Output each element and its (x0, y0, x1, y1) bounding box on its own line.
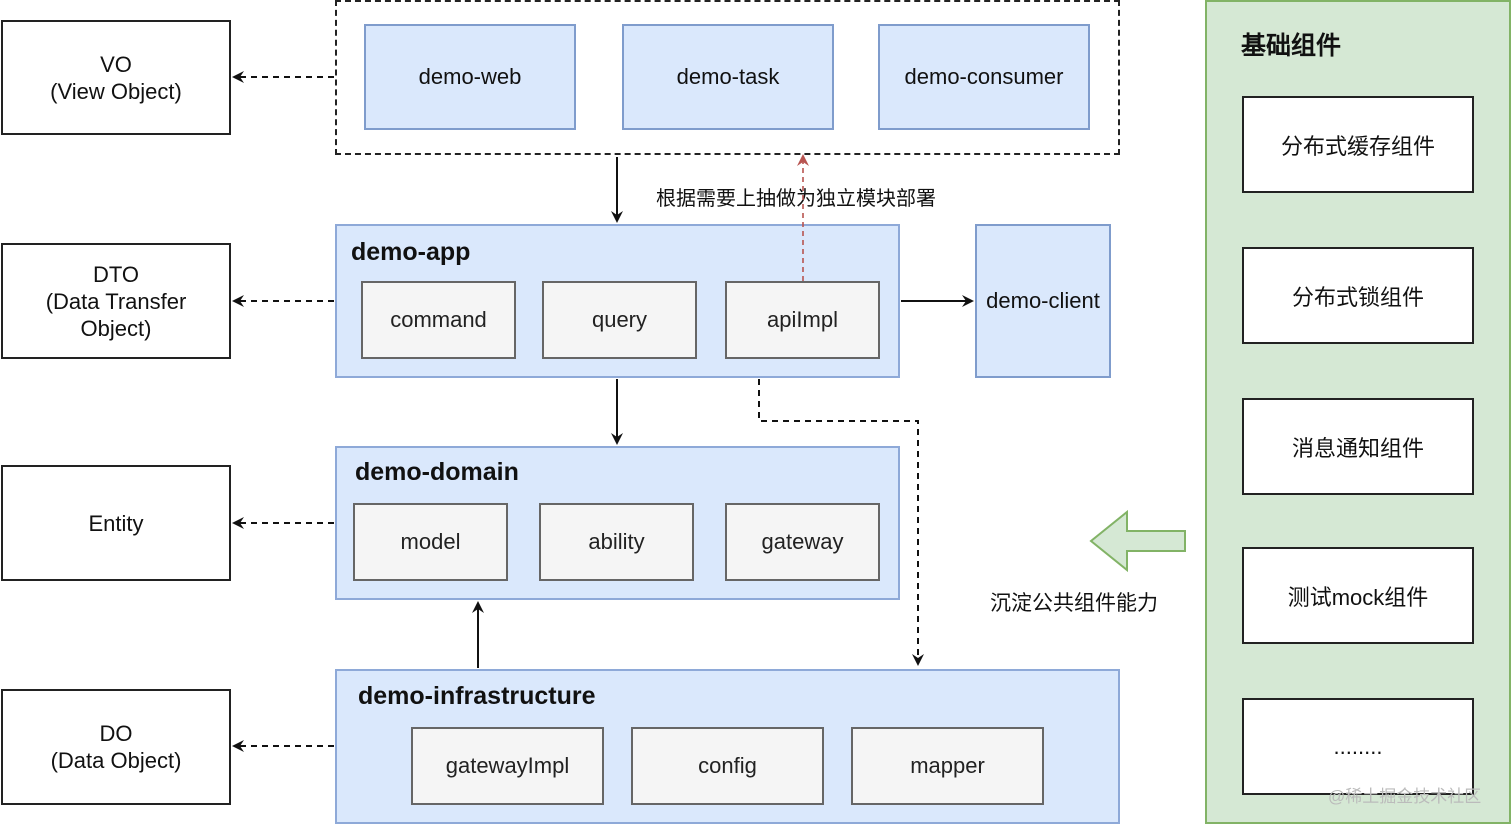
app-layer-title: demo-app (351, 238, 471, 266)
base-item-distributed-lock: 分布式锁组件 (1242, 247, 1474, 344)
app-item-command: command (361, 281, 516, 359)
infra-layer-title: demo-infrastructure (358, 682, 596, 710)
entity-title: Entity (88, 510, 144, 536)
app-item-apiimpl: apiImpl (725, 281, 880, 359)
dto-subtitle-1: (Data Transfer (45, 288, 187, 314)
sink-arrow-icon (1089, 509, 1186, 573)
infra-item-config: config (631, 727, 824, 805)
base-item-distributed-cache: 分布式缓存组件 (1242, 96, 1474, 193)
base-components-title: 基础组件 (1241, 32, 1342, 60)
infra-item-mapper: mapper (851, 727, 1044, 805)
do-subtitle: (Data Object) (50, 748, 182, 773)
entry-modules-frame (335, 0, 1120, 155)
extract-note: 根据需要上抽做为独立模块部署 (656, 188, 936, 210)
domain-layer-title: demo-domain (355, 458, 519, 486)
infra-item-gatewayimpl: gatewayImpl (411, 727, 604, 805)
dto-subtitle-2: Object) (80, 315, 152, 341)
watermark: @稀土掘金技术社区 (1328, 787, 1482, 806)
module-demo-consumer: demo-consumer (878, 24, 1090, 130)
arrow-app-to-infra (758, 379, 924, 666)
module-demo-web: demo-web (364, 24, 576, 130)
vo-title: VO (100, 51, 132, 77)
vo-subtitle: (View Object) (50, 78, 182, 104)
dto-box: DTO (Data Transfer Object) (1, 243, 231, 359)
domain-item-gateway: gateway (725, 503, 880, 581)
vo-box: VO (View Object) (1, 20, 231, 135)
do-title: DO (99, 721, 133, 746)
demo-client-box: demo-client (975, 224, 1111, 378)
base-item-more: ........ (1242, 698, 1474, 795)
domain-item-model: model (353, 503, 508, 581)
module-demo-task: demo-task (622, 24, 834, 130)
entity-box: Entity (1, 465, 231, 581)
base-item-message-notify: 消息通知组件 (1242, 398, 1474, 495)
sink-note: 沉淀公共组件能力 (990, 592, 1158, 615)
app-item-query: query (542, 281, 697, 359)
base-item-test-mock: 测试mock组件 (1242, 547, 1474, 644)
dto-title: DTO (92, 261, 140, 287)
domain-item-ability: ability (539, 503, 694, 581)
do-box: DO (Data Object) (1, 689, 231, 805)
